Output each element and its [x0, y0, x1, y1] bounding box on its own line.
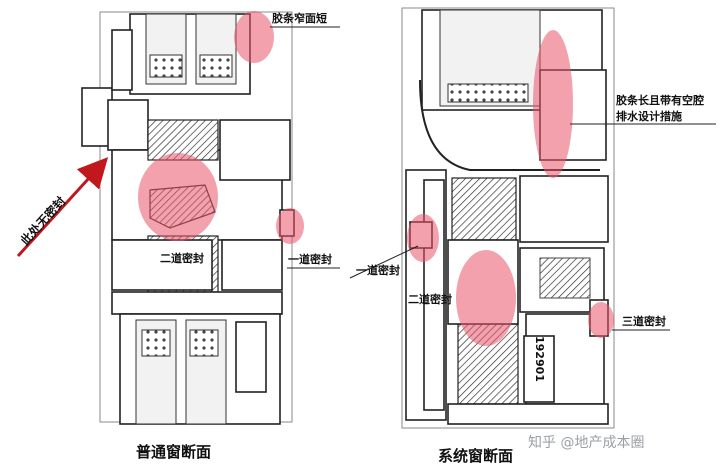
highlight-third-seal-right — [588, 302, 614, 338]
highlight-second-seal-left — [138, 153, 218, 241]
system-window-section: 192901 — [401, 7, 615, 429]
watermark: 知乎 @地产成本圈 — [528, 434, 644, 451]
label-strip-long: 胶条长且带有空腔 — [616, 93, 704, 107]
highlight-long-strip — [533, 30, 573, 178]
label-second-seal-left: 二道密封 — [160, 251, 204, 265]
caption-system: 系统窗断面 — [438, 447, 513, 465]
ordinary-window-section — [81, 11, 295, 425]
label-first-seal-left: 一道密封 — [288, 252, 332, 266]
label-no-seal: 此处无密封 — [17, 193, 68, 248]
highlight-first-seal-left — [276, 208, 304, 244]
caption-ordinary: 普通窗断面 — [136, 443, 211, 461]
no-seal-arrow — [16, 157, 109, 258]
label-strip-narrow: 胶条窄面短 — [272, 11, 327, 25]
label-third-seal-right: 三道密封 — [622, 314, 666, 328]
highlight-second-seal-right — [456, 250, 516, 346]
profile-code: 192901 — [533, 336, 546, 382]
label-drainage: 排水设计措施 — [616, 109, 682, 123]
label-first-seal-right: 一道密封 — [356, 263, 400, 277]
label-second-seal-right: 二道密封 — [408, 292, 452, 306]
highlight-narrow-strip — [234, 11, 274, 63]
highlight-first-seal-right — [407, 214, 439, 262]
